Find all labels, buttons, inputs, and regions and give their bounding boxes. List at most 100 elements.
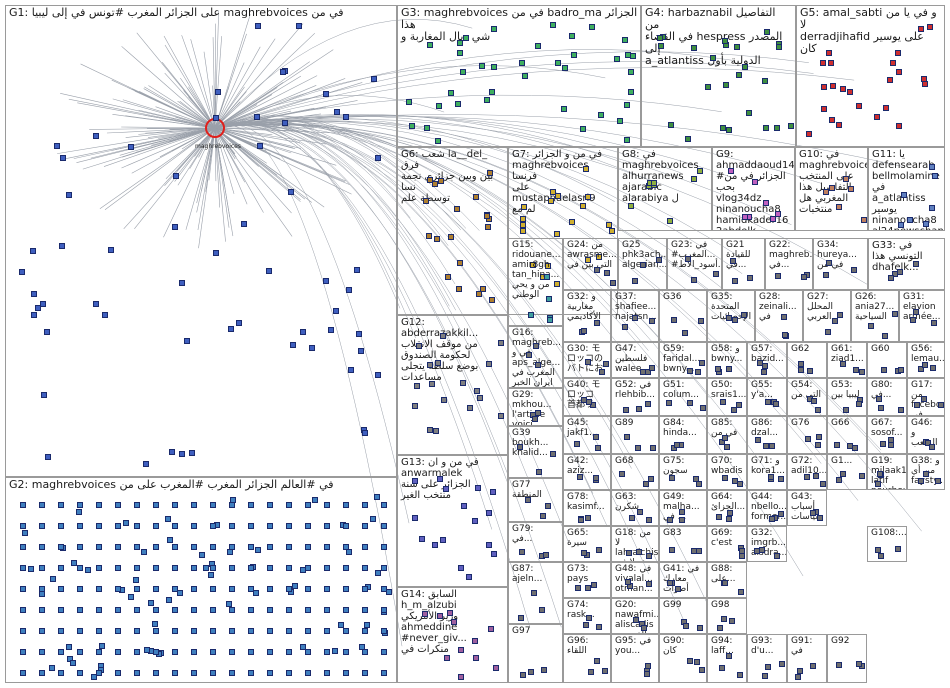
graph-node: [619, 471, 625, 477]
group-label: G26: ania27... السياحية: [855, 292, 896, 322]
graph-node: [547, 317, 553, 323]
graph-node: [152, 621, 158, 627]
graph-node: [338, 622, 344, 628]
group-label: G48: في vivalal... otman...: [615, 564, 656, 594]
graph-node: [588, 669, 594, 675]
graph-node: [333, 308, 339, 314]
graph-node: [305, 502, 311, 508]
group-cell-g38: G38: و من أي faysty...: [907, 454, 945, 490]
graph-node: [375, 155, 381, 161]
graph-node: [585, 194, 591, 200]
graph-node: [77, 523, 83, 529]
group-cell-g39: G39 boukh... khalid...: [508, 426, 563, 478]
graph-node: [826, 260, 832, 266]
group-label: G89: [615, 418, 656, 428]
graph-node: [267, 628, 273, 634]
graph-node: [286, 649, 292, 655]
graph-node: [358, 348, 364, 354]
graph-node: [286, 670, 292, 676]
group-cell-g54: G54: التي من: [787, 378, 827, 416]
graph-node: [769, 443, 775, 449]
graph-node: [229, 607, 235, 613]
graph-node: [286, 607, 292, 613]
graph-node: [851, 267, 857, 273]
graph-node: [39, 586, 45, 592]
graph-node: [486, 361, 492, 367]
graph-node: [58, 502, 64, 508]
group-cell-g12: G12: abderrazakkil... من موقف الانقلاب ل…: [397, 315, 508, 455]
graph-node: [913, 261, 919, 267]
graph-node: [484, 97, 490, 103]
graph-node: [115, 523, 121, 529]
graph-node: [804, 474, 810, 480]
graph-node: [578, 517, 584, 523]
graph-node: [440, 537, 446, 543]
group-cell-g35: G35: المتحدة الإحصائيات: [707, 290, 755, 342]
graph-node: [896, 123, 902, 129]
graph-node: [134, 649, 140, 655]
group-cell-g90: G90: كان: [659, 634, 707, 683]
graph-node: [571, 52, 577, 58]
graph-node: [806, 131, 812, 137]
group-label: G78: kasimf...: [567, 492, 608, 512]
graph-node: [229, 565, 235, 571]
graph-node: [457, 40, 463, 46]
graph-node: [602, 668, 608, 674]
group-label: G41: في معارك أصوات: [663, 564, 704, 594]
graph-node: [878, 553, 884, 559]
group-cell-g95: G95: في you...: [611, 634, 659, 683]
group-cell-g31: G31: elavion armée...: [899, 290, 945, 342]
group-label: G62: [791, 344, 824, 354]
group-cell-g13: G13: في من و ان anwarmalek الجزائر على س…: [397, 455, 508, 587]
graph-node: [44, 329, 50, 335]
graph-node: [815, 407, 821, 413]
graph-node: [554, 231, 560, 237]
graph-node: [617, 118, 623, 124]
graph-node: [679, 517, 685, 523]
graph-node: [362, 628, 368, 634]
graph-node: [362, 502, 368, 508]
graph-node: [775, 273, 781, 279]
group-cell-g64: G64: الجزائ...: [707, 490, 747, 526]
graph-node: [667, 218, 673, 224]
graph-node: [472, 638, 478, 644]
group-cell-g28: G28: zeinali... في: [755, 290, 803, 342]
graph-node: [609, 228, 615, 234]
graph-node: [528, 312, 534, 318]
group-label: G4: harbaznabil التفاصيل من في القضاء he…: [645, 7, 793, 67]
group-cell-g53: G53: ليبيا بين: [827, 378, 867, 416]
graph-node: [545, 503, 551, 509]
graph-node: [536, 469, 542, 475]
group-cell-g84: G84: hinda...: [659, 416, 707, 454]
graph-node: [932, 173, 938, 179]
group-cell-g108: G108:...: [867, 526, 907, 562]
graph-node: [374, 494, 380, 500]
graph-node: [485, 224, 491, 230]
graph-node: [115, 649, 121, 655]
graph-node: [856, 103, 862, 109]
graph-node: [58, 565, 64, 571]
graph-node: [679, 509, 685, 515]
graph-node: [153, 502, 159, 508]
graph-node: [286, 502, 292, 508]
graph-node: [473, 194, 479, 200]
group-label: G58: و bwny...: [711, 344, 744, 364]
graph-node: [656, 257, 662, 263]
graph-node: [448, 90, 454, 96]
graph-node: [66, 644, 72, 650]
graph-node: [898, 222, 904, 228]
graph-node: [324, 502, 330, 508]
graph-node: [255, 23, 261, 29]
graph-node: [248, 607, 254, 613]
group-label: G79: في...: [512, 524, 560, 544]
graph-node: [59, 243, 65, 249]
group-cell-g2: G2: maghrebvoices في #العالم الجزائر الم…: [5, 477, 397, 683]
graph-node: [362, 670, 368, 676]
graph-node: [356, 331, 362, 337]
graph-node: [286, 523, 292, 529]
graph-node: [343, 502, 349, 508]
graph-node: [697, 625, 703, 631]
graph-node: [20, 586, 26, 592]
graph-node: [433, 428, 439, 434]
graph-node: [128, 144, 134, 150]
